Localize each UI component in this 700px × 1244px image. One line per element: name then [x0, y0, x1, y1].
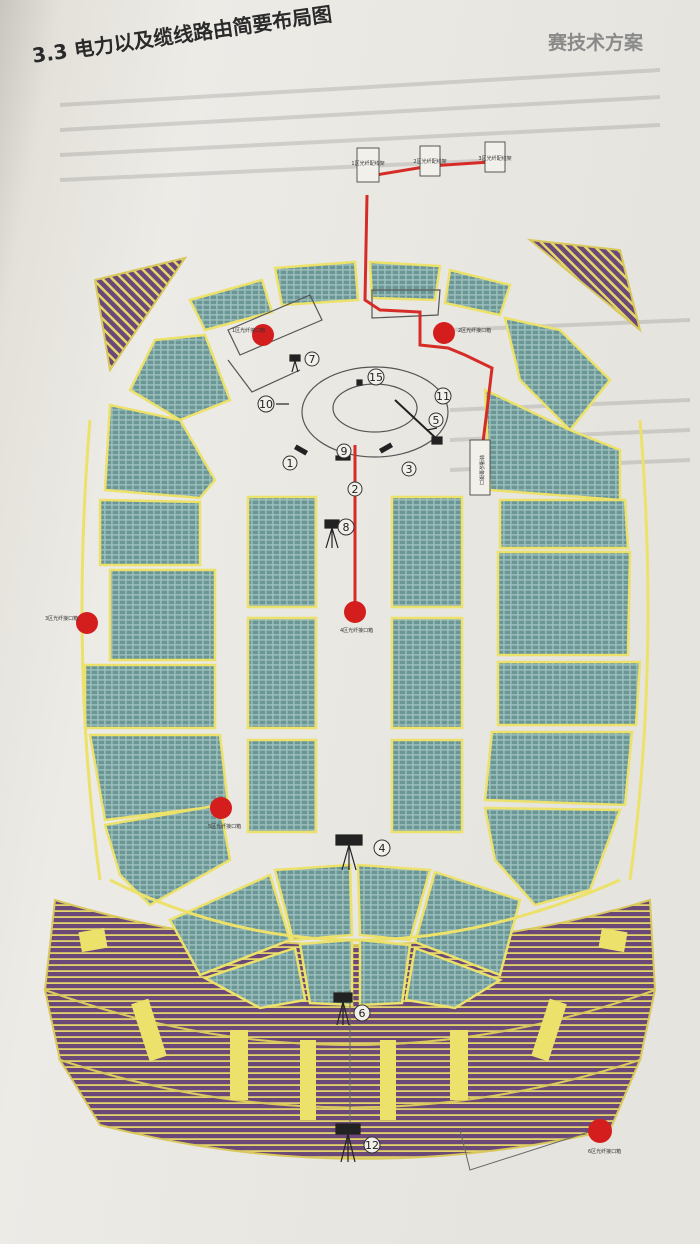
svg-text:3区光纤配线架: 3区光纤配线架: [478, 155, 511, 162]
svg-text:4区光纤接口箱: 4区光纤接口箱: [340, 627, 373, 634]
camera-icon: [335, 1123, 361, 1163]
equipment-box-1: 1区光纤配线架: [351, 147, 385, 183]
svg-text:2区光纤接口箱: 2区光纤接口箱: [458, 327, 491, 334]
svg-text:2: 2: [352, 483, 359, 496]
stage-area: [227, 289, 449, 458]
camera-number-12: 12: [363, 1136, 381, 1154]
camera-number-7: 7: [304, 351, 320, 367]
svg-text:6: 6: [359, 1007, 366, 1020]
svg-text:5区光纤接口箱: 5区光纤接口箱: [208, 823, 241, 830]
svg-text:6区光纤接口箱: 6区光纤接口箱: [588, 1148, 621, 1155]
header-text: 赛技术方案: [548, 32, 644, 54]
svg-text:12: 12: [365, 1139, 379, 1152]
yellow-perimeter: [80, 419, 650, 942]
camera-number-9: 9: [336, 443, 352, 459]
svg-text:8: 8: [343, 521, 350, 534]
svg-text:3区光纤接口箱: 3区光纤接口箱: [45, 615, 78, 622]
equipment-box-4: 转播设备接口: [469, 439, 491, 496]
power-box-3: 3区光纤接口箱: [45, 612, 98, 634]
camera-icon: [333, 992, 353, 1026]
camera-icon: [289, 354, 301, 373]
camera-icons: [276, 354, 443, 1163]
svg-text:1区光纤接口箱: 1区光纤接口箱: [232, 327, 265, 334]
svg-text:11: 11: [436, 390, 450, 403]
svg-text:转播设备接口: 转播设备接口: [478, 455, 485, 485]
svg-text:10: 10: [259, 398, 273, 411]
svg-text:15: 15: [369, 371, 383, 384]
svg-text:1: 1: [287, 457, 294, 470]
camera-number-10: 10: [257, 395, 275, 413]
camera-number-2: 2: [347, 481, 363, 497]
teal-seating: [83, 260, 642, 1010]
equipment-box-3: 3区光纤配线架: [478, 141, 512, 173]
equipment-boxes: 1区光纤配线架 2区光纤配线架 3区光纤配线架 转播设备接口: [351, 141, 512, 496]
cable-routes-gray: [349, 990, 596, 1171]
camera-number-11: 11: [434, 387, 452, 405]
camera-number-4: 4: [373, 839, 391, 857]
power-box-5: 5区光纤接口箱: [208, 797, 241, 830]
power-box-2: 2区光纤接口箱: [433, 322, 491, 344]
svg-text:1区光纤配线架: 1区光纤配线架: [351, 160, 384, 167]
camera-number-15: 15: [367, 368, 385, 386]
power-boxes: 1区光纤接口箱 2区光纤接口箱 3区光纤接口箱 4区光纤接口箱 5区光纤接口箱 …: [45, 322, 621, 1155]
camera-number-1: 1: [282, 455, 298, 471]
power-box-1: 1区光纤接口箱: [232, 324, 274, 346]
svg-text:7: 7: [309, 353, 316, 366]
svg-text:3: 3: [406, 463, 413, 476]
svg-text:2区光纤配线架: 2区光纤配线架: [413, 158, 446, 165]
camera-numbers: 1 2 3 4 5 6 7 8 9 10 11 12 15: [257, 351, 452, 1154]
camera-icon: [324, 519, 340, 549]
svg-text:9: 9: [341, 445, 348, 458]
camera-number-3: 3: [401, 461, 417, 477]
camera-number-8: 8: [337, 518, 355, 536]
camera-icon: [276, 379, 438, 431]
purple-aisles: [78, 927, 628, 1120]
svg-text:5: 5: [433, 414, 440, 427]
equipment-box-2: 2区光纤配线架: [413, 145, 447, 177]
camera-icon: [335, 834, 363, 871]
camera-icon: [394, 399, 443, 445]
power-box-6: 6区光纤接口箱: [588, 1119, 621, 1155]
power-box-4: 4区光纤接口箱: [340, 601, 373, 634]
camera-number-6: 6: [353, 1004, 371, 1022]
camera-number-5: 5: [428, 412, 444, 428]
svg-text:4: 4: [379, 842, 386, 855]
